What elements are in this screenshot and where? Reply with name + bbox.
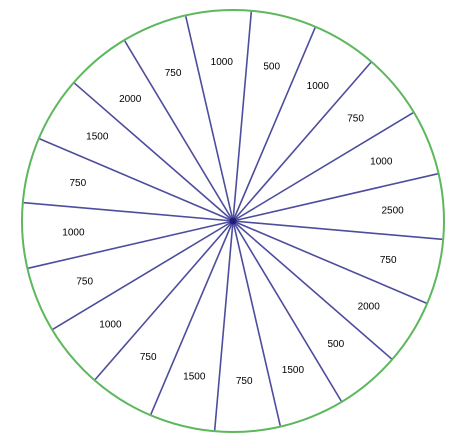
wheel-spoke	[124, 40, 234, 222]
wheel-spoke	[213, 220, 234, 431]
segment-label: 1000	[370, 157, 393, 168]
segment-label: 500	[327, 339, 344, 350]
segment-label: 750	[69, 178, 86, 189]
wheel-spoke	[232, 220, 281, 426]
wheel-spoke	[185, 16, 234, 222]
segment-label: 2500	[381, 205, 404, 216]
wheel-spoke	[232, 220, 443, 241]
segment-label: 750	[165, 68, 182, 79]
segment-label: 750	[140, 352, 157, 363]
segment-label: 750	[236, 376, 253, 387]
segment-label: 2000	[358, 301, 381, 312]
wheel-spoke	[232, 27, 316, 222]
wheel-spoke	[232, 173, 438, 222]
wheel-spoke	[150, 220, 234, 415]
wheel-spoke	[94, 220, 234, 381]
wheel-spoke	[52, 220, 234, 330]
wheel-spoke	[232, 112, 414, 222]
wheel-spoke	[232, 220, 342, 402]
segment-label: 500	[263, 61, 280, 72]
segment-label: 1500	[282, 365, 305, 376]
wheel-spoke	[23, 201, 234, 222]
segment-label: 750	[380, 255, 397, 266]
wheel-spokes	[23, 11, 443, 431]
wheel-spoke	[232, 220, 393, 360]
wheel-spoke	[232, 220, 427, 304]
segment-label: 2000	[119, 94, 142, 105]
segment-label: 1000	[211, 57, 234, 68]
wheel-spoke	[28, 220, 234, 269]
wheel-labels: 1000 500 1000 750 1000 2500 750 2000 500 1500 750 1…	[62, 57, 404, 387]
wheel-spoke	[39, 138, 234, 222]
segment-label: 1000	[99, 319, 122, 330]
segment-label: 750	[76, 276, 93, 287]
segment-label: 1500	[183, 372, 206, 383]
segment-label: 1000	[62, 228, 85, 239]
segment-label: 1000	[307, 81, 330, 92]
wheel-spoke	[232, 11, 253, 222]
segment-label: 1500	[86, 132, 109, 143]
wheel-hub	[229, 217, 237, 225]
wheel-spoke	[73, 82, 234, 222]
wheel-spoke	[232, 61, 372, 222]
segment-label: 750	[347, 114, 364, 125]
